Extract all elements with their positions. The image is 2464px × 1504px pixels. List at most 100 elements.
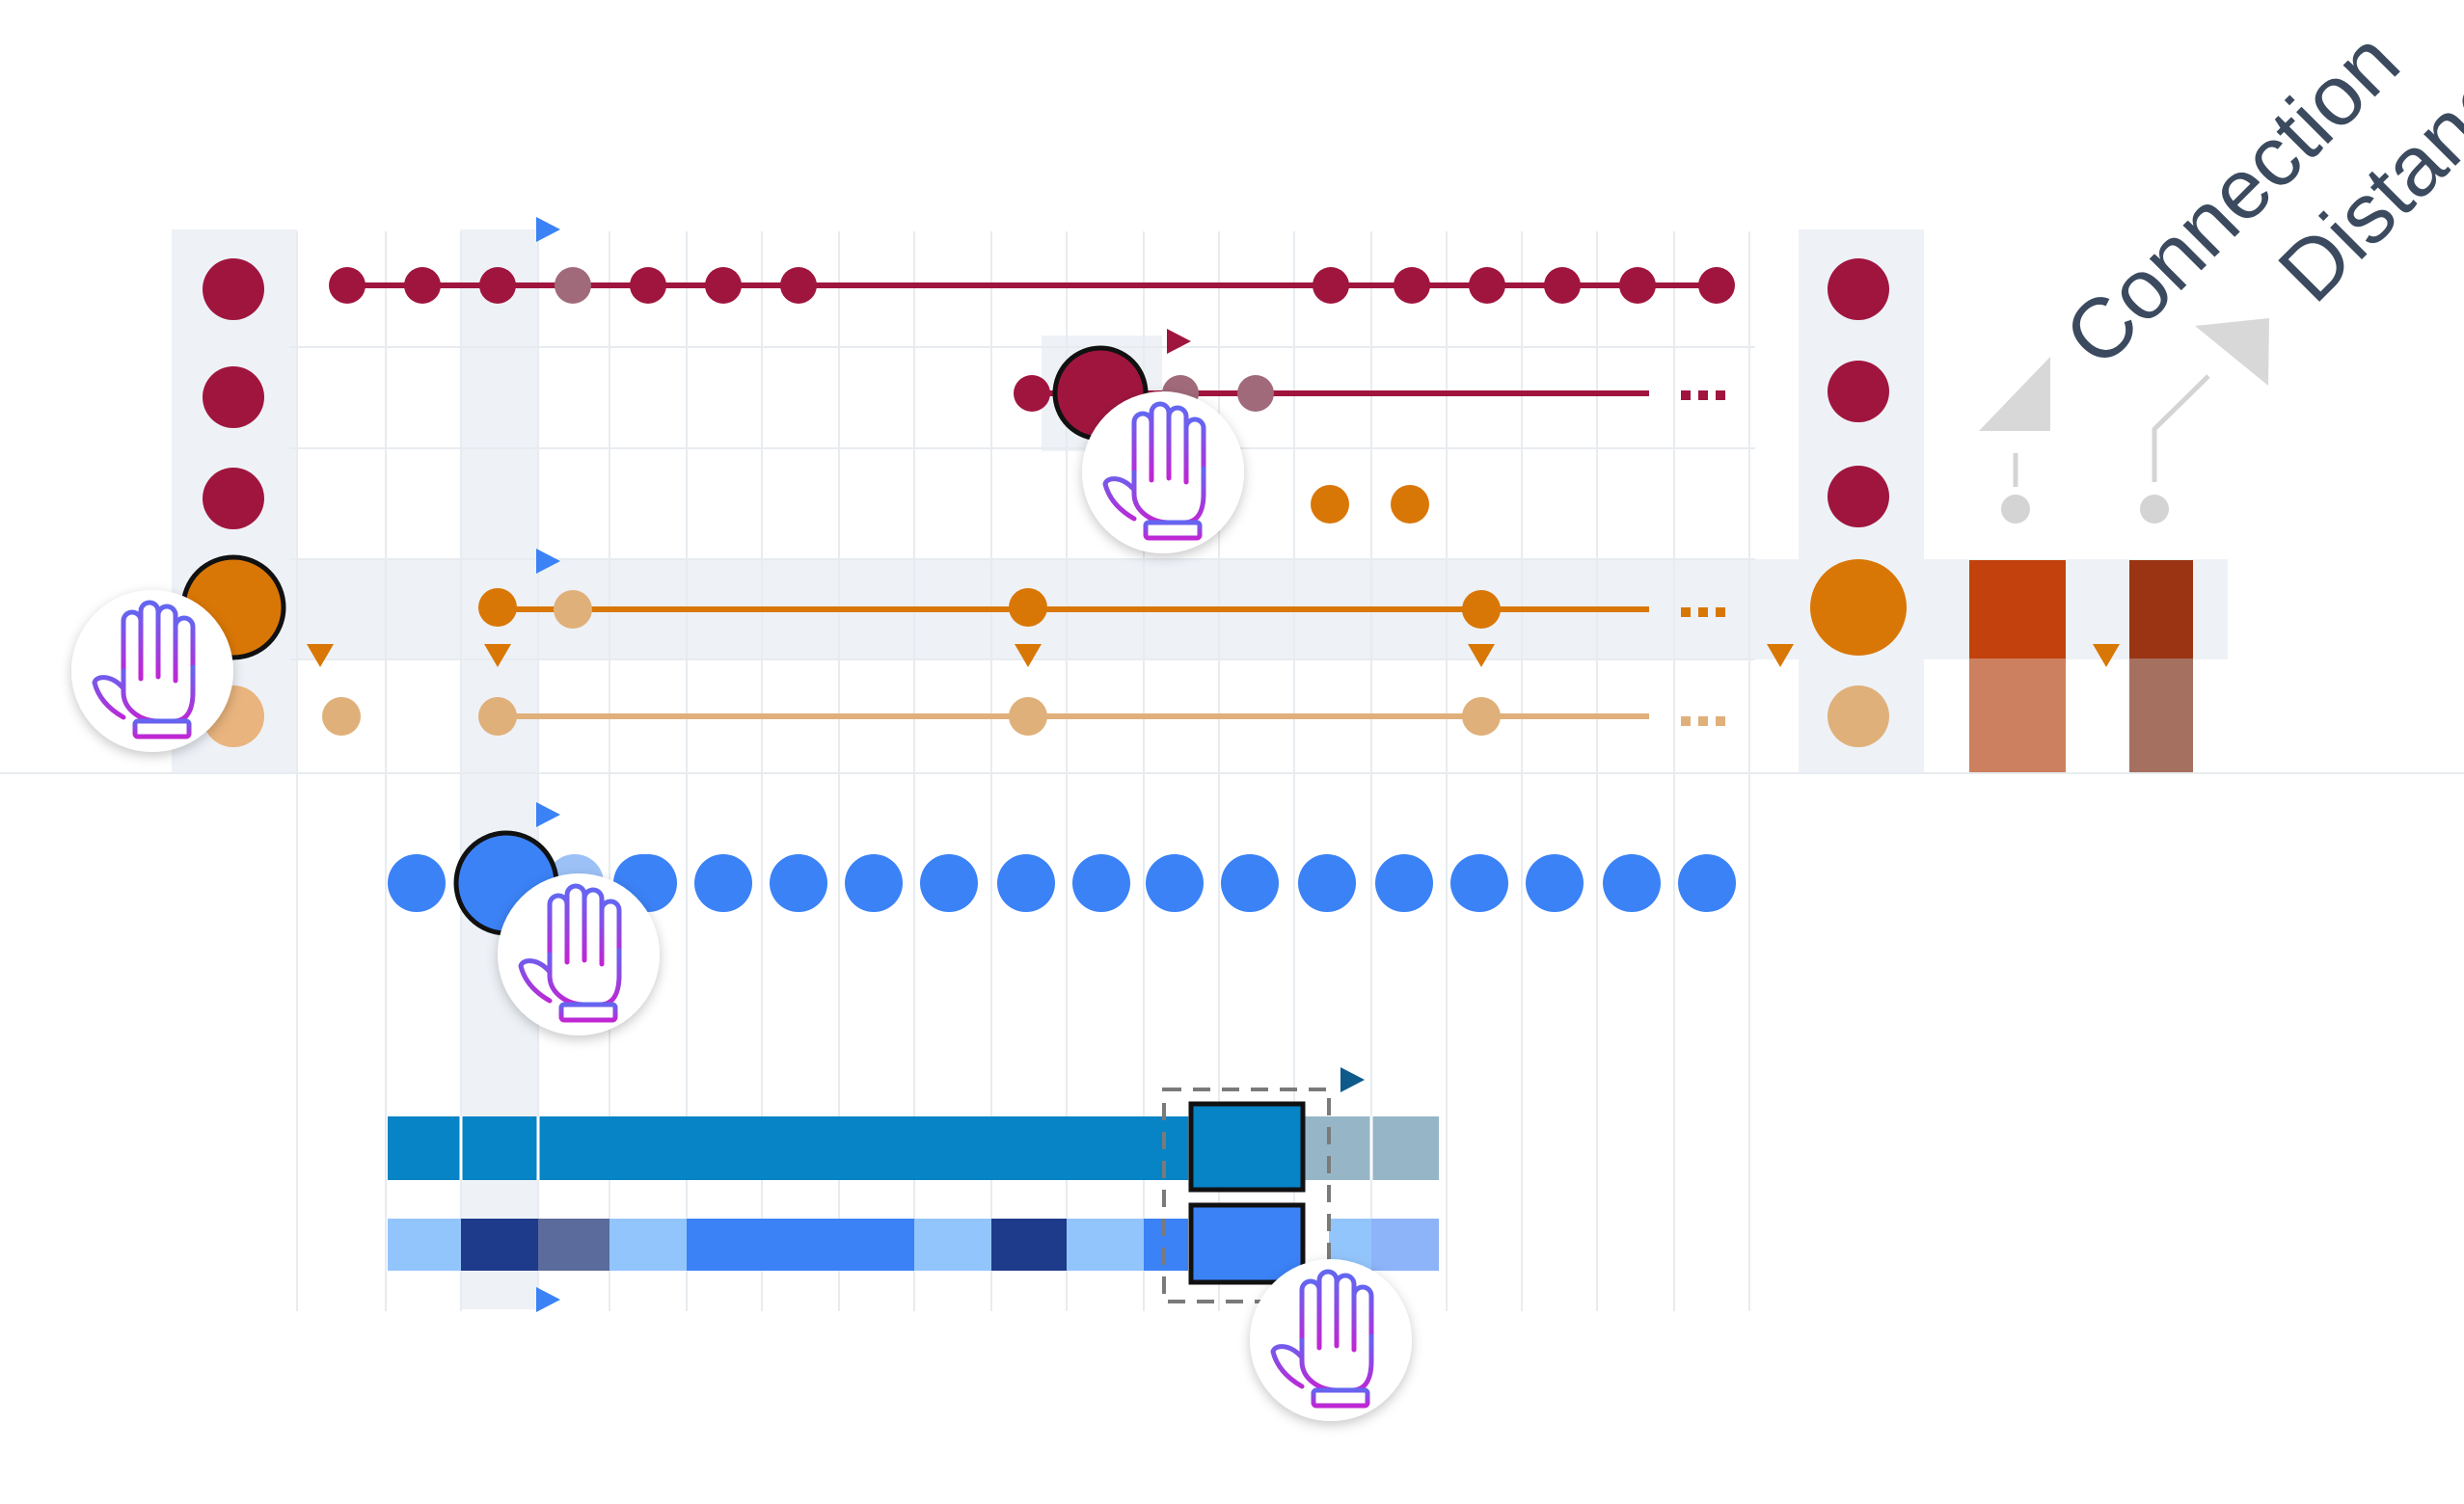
down-marker-icon[interactable] — [2093, 644, 2120, 667]
target-node[interactable] — [1828, 361, 1889, 422]
play-marker-icon[interactable] — [536, 549, 560, 574]
hand-finger — [564, 883, 587, 961]
track-dot[interactable] — [1469, 267, 1505, 304]
track-dot[interactable] — [1311, 485, 1349, 524]
target-node[interactable] — [1828, 258, 1889, 320]
selection-box[interactable] — [1162, 1088, 1331, 1303]
ellipsis-icon — [1698, 390, 1708, 400]
color-cell[interactable] — [461, 1219, 538, 1271]
hand-cursor-icon[interactable] — [1082, 391, 1244, 553]
color-cell[interactable] — [1067, 1219, 1144, 1271]
color-cell[interactable] — [388, 1219, 461, 1271]
source-node[interactable] — [203, 258, 264, 320]
track-dot[interactable] — [1544, 267, 1581, 304]
blue-dot[interactable] — [920, 854, 978, 912]
hand-cuff — [558, 1002, 618, 1023]
track-dot[interactable] — [478, 697, 517, 736]
selected-bar-cell[interactable] — [1188, 1101, 1306, 1193]
distance-bar-bottom[interactable] — [2129, 658, 2193, 772]
hand-cursor-icon[interactable] — [498, 873, 660, 1035]
selected-color-cell[interactable] — [1188, 1202, 1306, 1285]
track-dot[interactable] — [1313, 267, 1349, 304]
hand-finger — [1131, 411, 1154, 483]
track-dot[interactable] — [555, 267, 591, 304]
track-dot[interactable] — [1009, 588, 1047, 627]
hand-finger — [121, 609, 144, 682]
color-cell[interactable] — [687, 1219, 914, 1271]
track-dot[interactable] — [1698, 267, 1735, 304]
track-dot[interactable] — [1462, 590, 1501, 629]
ellipsis-icon — [1716, 607, 1725, 617]
hand-cursor-icon[interactable] — [1250, 1259, 1412, 1421]
target-node[interactable] — [1810, 559, 1907, 656]
down-marker-icon[interactable] — [1015, 644, 1042, 667]
track-dot[interactable] — [1391, 485, 1429, 524]
play-marker-icon[interactable] — [536, 802, 560, 827]
blue-dot[interactable] — [388, 854, 446, 912]
source-node[interactable] — [203, 468, 264, 529]
hand-finger — [1316, 1269, 1340, 1347]
track-dot[interactable] — [554, 590, 592, 629]
target-node[interactable] — [1828, 466, 1889, 527]
blue-dot[interactable] — [770, 854, 827, 912]
track-dot[interactable] — [1014, 375, 1050, 412]
distance-bar-top[interactable] — [2129, 560, 2193, 658]
blue-dot[interactable] — [694, 854, 752, 912]
color-cell[interactable] — [1371, 1219, 1439, 1271]
color-cell[interactable] — [914, 1219, 991, 1271]
track-dot[interactable] — [329, 267, 366, 304]
down-marker-icon[interactable] — [1767, 644, 1794, 667]
ellipsis-icon — [1681, 716, 1691, 726]
blue-dot[interactable] — [1603, 854, 1661, 912]
color-cell[interactable] — [609, 1219, 687, 1271]
play-marker-icon[interactable] — [1340, 1067, 1365, 1092]
hand-finger — [1166, 405, 1189, 481]
color-cell[interactable] — [991, 1219, 1067, 1271]
track-dot[interactable] — [322, 697, 361, 736]
track-dot[interactable] — [1394, 267, 1430, 304]
track-dot[interactable] — [1462, 697, 1501, 736]
blue-dot[interactable] — [1450, 854, 1508, 912]
track-dot[interactable] — [478, 588, 517, 627]
track-dot[interactable] — [705, 267, 742, 304]
play-marker-icon[interactable] — [1167, 329, 1191, 354]
blue-dot[interactable] — [1678, 854, 1736, 912]
blue-dot[interactable] — [1072, 854, 1130, 912]
blue-dot[interactable] — [997, 854, 1055, 912]
arrow-up-icon — [2195, 318, 2269, 386]
play-marker-icon[interactable] — [536, 217, 560, 242]
hand-finger — [582, 887, 605, 963]
target-node[interactable] — [1828, 685, 1889, 747]
track-dot[interactable] — [404, 267, 441, 304]
track-dot[interactable] — [1237, 375, 1274, 412]
hand-finger — [173, 615, 196, 684]
source-node[interactable] — [203, 366, 264, 428]
down-marker-icon[interactable] — [484, 644, 511, 667]
hand-finger — [138, 600, 161, 678]
hand-cuff — [1143, 520, 1203, 541]
connection-bar-top[interactable] — [1969, 560, 2066, 658]
blue-dot[interactable] — [1221, 854, 1279, 912]
down-marker-icon[interactable] — [307, 644, 334, 667]
down-marker-icon[interactable] — [1468, 644, 1495, 667]
hand-finger — [1299, 1278, 1322, 1351]
blue-dot[interactable] — [1298, 854, 1356, 912]
hand-cursor-icon[interactable] — [71, 590, 233, 752]
track-dot[interactable] — [1009, 697, 1047, 736]
blue-dot[interactable] — [1146, 854, 1204, 912]
color-cell[interactable] — [538, 1219, 609, 1271]
hand-finger — [1351, 1284, 1374, 1353]
progress-strip[interactable] — [388, 1116, 1188, 1180]
play-marker-icon[interactable] — [536, 1287, 560, 1312]
ellipsis-icon — [1698, 716, 1708, 726]
track-dot[interactable] — [780, 267, 817, 304]
hand-finger — [1149, 401, 1172, 479]
blue-dot[interactable] — [1375, 854, 1433, 912]
connection-bar-bottom[interactable] — [1969, 658, 2066, 772]
blue-dot[interactable] — [1526, 854, 1584, 912]
ellipsis-icon — [1681, 607, 1691, 617]
track-dot[interactable] — [1619, 267, 1656, 304]
track-dot[interactable] — [479, 267, 516, 304]
track-dot[interactable] — [630, 267, 666, 304]
blue-dot[interactable] — [845, 854, 903, 912]
